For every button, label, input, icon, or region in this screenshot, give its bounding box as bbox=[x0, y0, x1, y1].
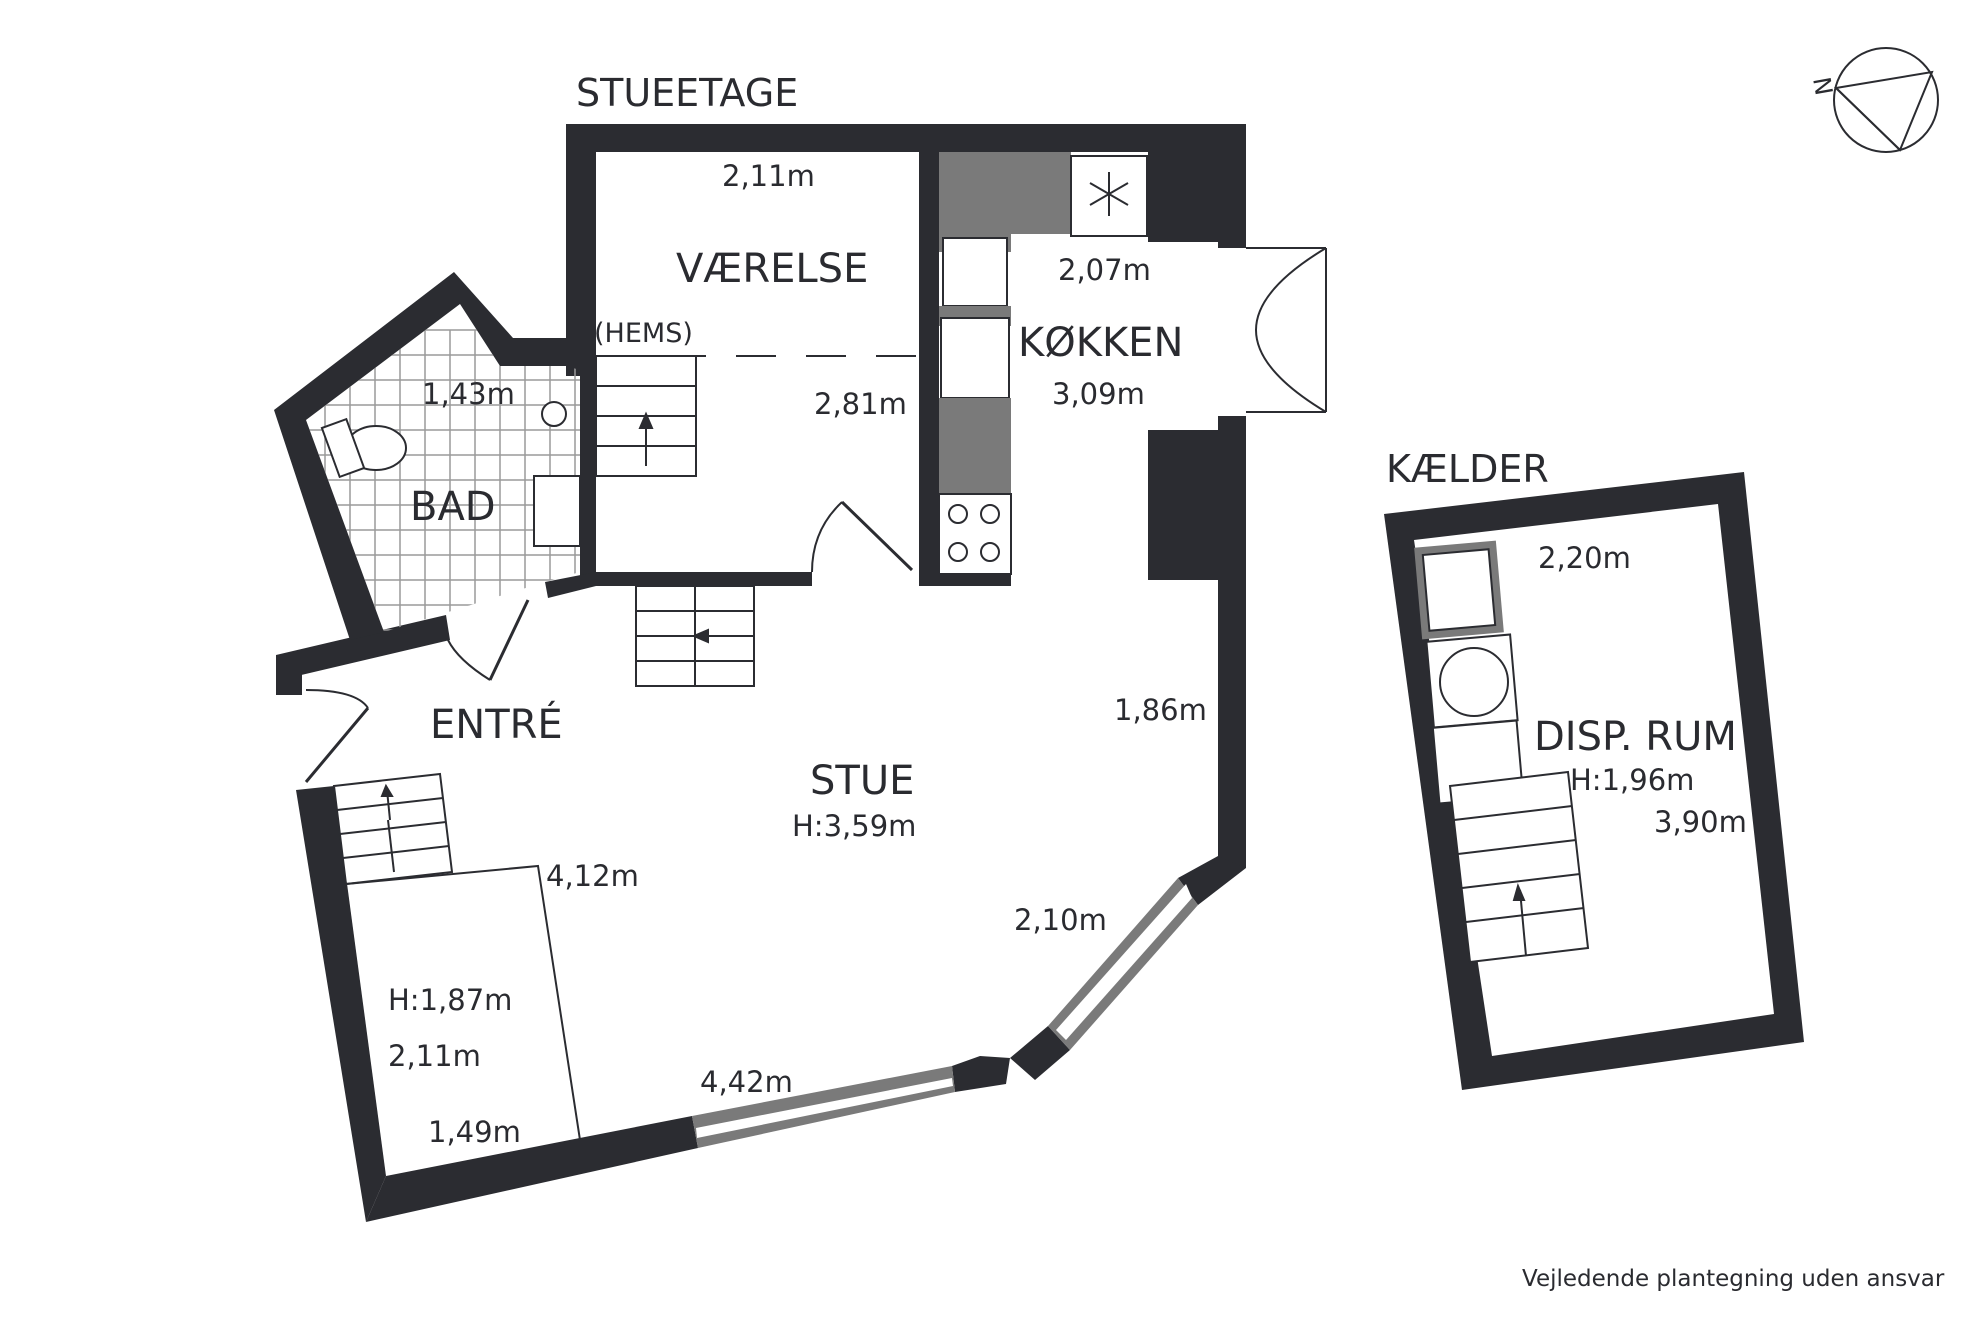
ground-floor-walls bbox=[274, 124, 1246, 1222]
section-ground-floor: STUEETAGE bbox=[576, 71, 798, 115]
alcove-height: H:1,87m bbox=[388, 983, 512, 1017]
stairs-center bbox=[635, 585, 755, 687]
dim-bad: 1,43m bbox=[422, 377, 515, 411]
compass: N bbox=[1807, 47, 1939, 153]
room-vaerelse: VÆRELSE bbox=[676, 246, 868, 292]
room-bad: BAD bbox=[410, 484, 496, 530]
wall-bottom-left bbox=[296, 786, 386, 1222]
wall-kitchen-bottom bbox=[919, 572, 1011, 586]
dim-alcove-width: 2,11m bbox=[388, 1039, 481, 1073]
washing-machine bbox=[1439, 647, 1509, 717]
dim-kitchen-length: 3,09m bbox=[1052, 377, 1145, 411]
dim-stue-right: 1,86m bbox=[1114, 693, 1207, 727]
wall-kitchen-right-top bbox=[1218, 124, 1246, 248]
room-disp-rum: DISP. RUM bbox=[1534, 714, 1737, 760]
room-entre: ENTRÉ bbox=[430, 700, 563, 748]
disp-height: H:1,96m bbox=[1570, 763, 1694, 797]
alcove-outline bbox=[345, 864, 581, 1141]
stairs-basement bbox=[1448, 770, 1590, 964]
wall-top bbox=[566, 124, 1246, 152]
section-basement: KÆLDER bbox=[1386, 447, 1549, 491]
dishwasher bbox=[942, 237, 1008, 307]
wall-vaerelse-bottom bbox=[580, 572, 812, 586]
dim-stue-angled: 2,10m bbox=[1014, 903, 1107, 937]
room-koekken: KØKKEN bbox=[1018, 320, 1183, 366]
room-stue: STUE bbox=[810, 758, 914, 804]
stove bbox=[938, 493, 1012, 575]
kitchen-counter bbox=[938, 152, 1148, 575]
dim-vaerelse-right: 2,81m bbox=[814, 387, 907, 421]
window-bottom-glass bbox=[696, 1078, 953, 1138]
basement-sink bbox=[1421, 548, 1497, 632]
compass-north: N bbox=[1807, 75, 1838, 98]
stue-height: H:3,59m bbox=[792, 809, 916, 843]
doors[interactable] bbox=[304, 500, 914, 783]
shower-drain bbox=[541, 401, 567, 427]
wall-right-lower-block bbox=[1148, 430, 1218, 580]
kitchen-sink bbox=[940, 317, 1010, 399]
wall-vaerelse-left-lower bbox=[580, 370, 596, 580]
dim-alcove-top: 4,12m bbox=[546, 859, 639, 893]
window-angled-glass bbox=[1056, 884, 1192, 1040]
disclaimer: Vejledende plantegning uden ansvar bbox=[1522, 1266, 1945, 1292]
wall-bad-outer bbox=[274, 272, 566, 640]
wall-right-lower bbox=[1218, 416, 1246, 868]
wall-angled-right bbox=[1178, 856, 1246, 905]
windows bbox=[692, 878, 1198, 1148]
dim-kitchen-width: 2,07m bbox=[1058, 253, 1151, 287]
dim-disp-right: 3,90m bbox=[1654, 805, 1747, 839]
room-hems: (HEMS) bbox=[594, 318, 693, 349]
dim-disp-top: 2,20m bbox=[1538, 541, 1631, 575]
wall-entrance-post bbox=[276, 655, 302, 695]
stairs-vaerelse bbox=[595, 355, 697, 477]
bad-sink bbox=[533, 475, 581, 547]
wall-angled-lower bbox=[1010, 1026, 1070, 1080]
wall-entrance-stub bbox=[276, 615, 450, 680]
dim-alcove-bottom: 1,49m bbox=[428, 1115, 521, 1149]
wall-partition-kitchen bbox=[919, 152, 939, 582]
wall-bad-entry bbox=[545, 572, 596, 598]
kitchen-door[interactable] bbox=[1246, 247, 1327, 413]
labels: STUEETAGE KÆLDER VÆRELSE (HEMS) KØKKEN B… bbox=[388, 71, 1945, 1292]
wall-bottom bbox=[366, 1116, 698, 1222]
dim-vaerelse-top: 2,11m bbox=[722, 159, 815, 193]
wall-corner-bottom bbox=[952, 1056, 1010, 1092]
stairs-alcove bbox=[332, 772, 454, 886]
wall-vaerelse-left bbox=[566, 124, 596, 376]
dim-stue-bottom: 4,42m bbox=[700, 1065, 793, 1099]
